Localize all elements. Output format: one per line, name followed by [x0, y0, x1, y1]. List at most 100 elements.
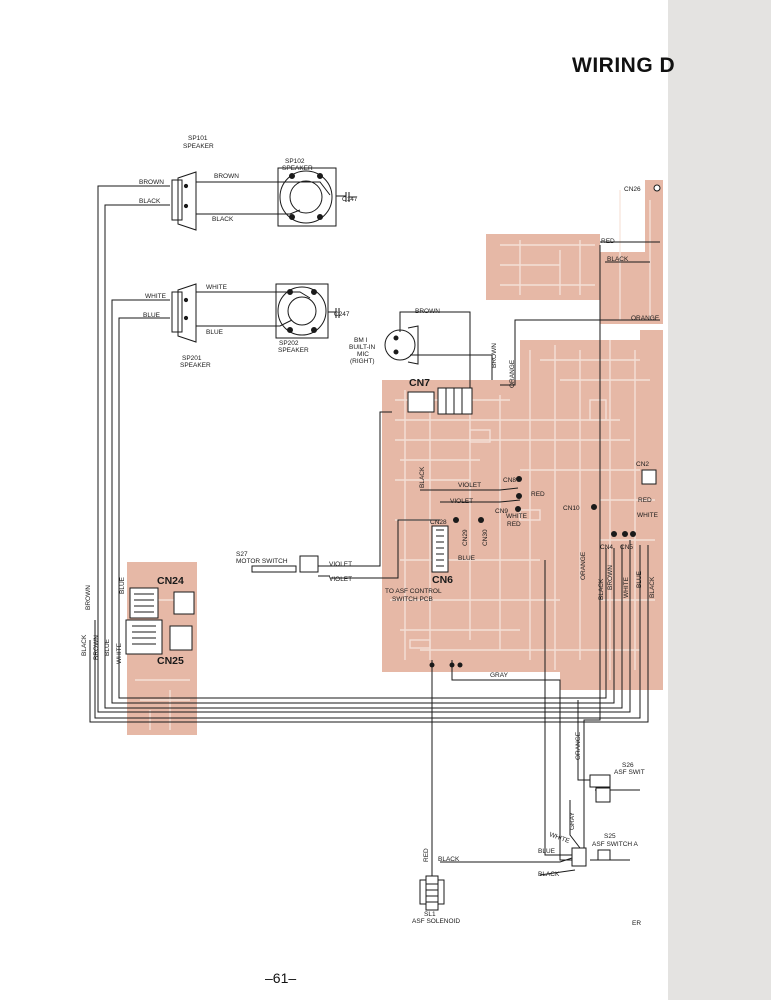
cn25-label: CN25 — [157, 655, 184, 667]
wire-label-blue-sp202: BLUE — [206, 329, 224, 336]
wire-label-blue-lower: BLUE — [538, 848, 556, 855]
cn29-label: CN29 — [462, 529, 469, 546]
wire-label-brown-cn25: BROWN — [93, 635, 100, 660]
wire-label-red-top: RED — [601, 238, 615, 245]
wire-label-red-solenoid: RED — [423, 848, 430, 862]
sp101-name: SPEAKER — [183, 143, 214, 150]
wire-label-black-sp102: BLACK — [212, 216, 234, 223]
cn24-label: CN24 — [157, 575, 184, 587]
switch-s27 — [251, 555, 330, 577]
terminal-dots — [429, 476, 636, 668]
wire-label-white-board: WHITE — [506, 513, 528, 520]
page-edge — [668, 0, 771, 1000]
mic-ref: BM I — [354, 337, 368, 344]
page-number: –61– — [265, 970, 297, 986]
wire-label-orange-lower: ORANGE — [575, 731, 582, 760]
solenoid-sl1 — [419, 875, 445, 911]
sp201-ref: SP201 — [182, 355, 202, 362]
er-partial-label: ER — [632, 920, 641, 927]
switch-s26 — [589, 774, 611, 803]
wire-label-violet-2: VIOLET — [450, 498, 473, 505]
mic-line3: (RIGHT) — [350, 358, 375, 365]
cn6-desc-line2: SWITCH PCB — [392, 596, 433, 603]
wire-label-gray: GRAY — [490, 672, 509, 679]
s26-ref: S26 — [622, 762, 634, 769]
wire-label-brown-cn24: BROWN — [85, 585, 92, 610]
wire-label-black-board: BLACK — [419, 466, 426, 488]
pcb-traces — [135, 190, 655, 730]
sl1-ref: SL1 — [424, 911, 436, 918]
speaker-sp102 — [277, 167, 356, 227]
wire-label-brown-sp101: BROWN — [139, 179, 164, 186]
wire-label-blue-cn24: BLUE — [119, 576, 126, 594]
cn9-label: CN9 — [495, 508, 508, 515]
wire-label-red-right: RED — [638, 497, 652, 504]
wire-label-blue-cn25: BLUE — [104, 638, 111, 656]
wire-label-white-sp201: WHITE — [145, 293, 167, 300]
wire-label-red-1: RED — [531, 491, 545, 498]
cn10-label: CN10 — [563, 505, 580, 512]
wire-label-white-sp202: WHITE — [206, 284, 228, 291]
c147-label: C147 — [342, 196, 358, 203]
cn4-label: CN4 — [600, 544, 613, 551]
connector-cn2-partial — [641, 469, 657, 485]
s25-ref: S25 — [604, 833, 616, 840]
cn30-label: CN30 — [482, 529, 489, 546]
speaker-sp101 — [171, 171, 197, 231]
wire-label-brown-mic: BROWN — [415, 308, 440, 315]
connector-cn7 — [407, 387, 473, 415]
connector-cn26 — [653, 184, 661, 192]
sp102-ref: SP102 — [285, 158, 305, 165]
mic-bm1 — [384, 325, 419, 365]
wire-label-blue-vert: BLUE — [636, 570, 643, 588]
wire-label-violet-s27-1: VIOLET — [329, 561, 352, 568]
wire-label-orange-top: ORANGE — [631, 315, 660, 322]
cn5-label: CN5 — [620, 544, 633, 551]
page-title: WIRING D — [572, 54, 676, 77]
speaker-sp201 — [171, 283, 197, 343]
s27-ref: S27 — [236, 551, 248, 558]
cn2-partial-label: CN2 — [636, 461, 649, 468]
connector-cn25 — [125, 619, 193, 655]
cn6-label: CN6 — [432, 574, 453, 586]
wire-label-black-cn25: BLACK — [81, 634, 88, 656]
wire-label-blue-sp201: BLUE — [143, 312, 161, 319]
wire-label-red-2: RED — [507, 521, 521, 528]
cn6-desc-line1: TO ASF CONTROL — [385, 588, 442, 595]
wire-label-black-vert: BLACK — [598, 578, 605, 600]
wire-label-gray-lower: GRAY — [569, 811, 576, 830]
wire-label-black-vert-2: BLACK — [649, 576, 656, 598]
cn8-label: CN8 — [503, 477, 516, 484]
wire-label-orange-vert: ORANGE — [580, 551, 587, 580]
connector-cn6 — [431, 525, 449, 573]
wire-label-brown-vert: BROWN — [491, 343, 498, 368]
c247-label: C247 — [334, 311, 350, 318]
connector-cn24 — [129, 587, 195, 619]
s27-name: MOTOR SWITCH — [236, 558, 288, 565]
wire-label-black-sp101: BLACK — [139, 198, 161, 205]
wire-label-white-vert: WHITE — [623, 576, 630, 598]
cn28-label: CN28 — [430, 519, 447, 526]
sp202-name: SPEAKER — [278, 347, 309, 354]
cn26-label: CN26 — [624, 186, 641, 193]
wires — [89, 181, 660, 890]
s25-name: ASF SWITCH A — [592, 841, 639, 848]
wire-label-brown-sp102: BROWN — [214, 173, 239, 180]
sp201-name: SPEAKER — [180, 362, 211, 369]
sp102-name: SPEAKER — [282, 165, 313, 172]
switch-s25 — [571, 847, 611, 867]
wire-label-violet-1: VIOLET — [458, 482, 481, 489]
wire-label-orange-mic: ORANGE — [509, 359, 516, 388]
wire-label-white-right: WHITE — [637, 512, 659, 519]
wire-label-black-top: BLACK — [607, 256, 629, 263]
wire-label-white-cn25: WHITE — [116, 642, 123, 664]
wire-label-brown-vert-2: BROWN — [607, 565, 614, 590]
wire-label-black-lower: BLACK — [538, 871, 560, 878]
cn7-label: CN7 — [409, 377, 430, 389]
wire-label-violet-s27-2: VIOLET — [329, 576, 352, 583]
mic-line1: BUILT-IN — [349, 344, 376, 351]
mic-line2: MIC — [357, 351, 369, 358]
sp202-ref: SP202 — [279, 340, 299, 347]
